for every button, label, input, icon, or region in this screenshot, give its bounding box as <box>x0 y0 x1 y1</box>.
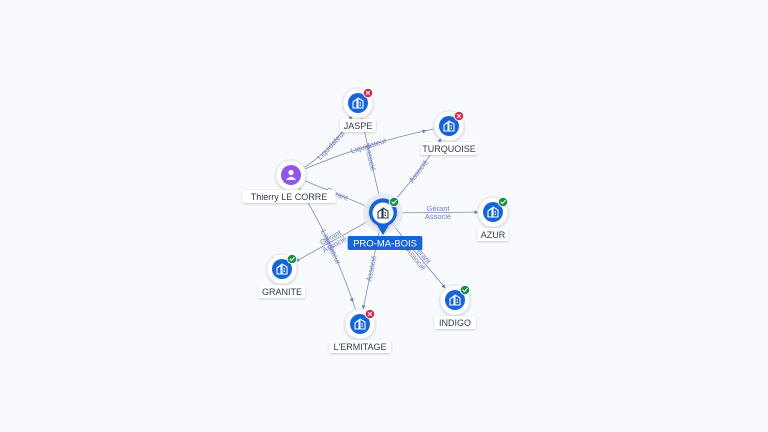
node-label-text: INDIGO <box>439 318 471 328</box>
edge-arrow-icon <box>422 129 427 134</box>
center-label: PRO-MA-BOIS <box>353 239 417 250</box>
edge-label: Associé <box>364 255 378 283</box>
company-label-indigo: INDIGO <box>434 316 476 329</box>
company-icon <box>449 294 461 306</box>
company-icon <box>377 207 389 219</box>
person-icon <box>286 169 296 180</box>
node-label-text: GRANITE <box>262 287 302 297</box>
company-icon <box>276 263 288 275</box>
person-node[interactable]: Thierry LE CORRE <box>242 159 336 203</box>
company-label-jaspe: JASPE <box>340 119 376 132</box>
company-label-turquoise: TURQUOISE <box>420 142 478 155</box>
node-label-text: AZUR <box>481 230 506 240</box>
status-closed-icon <box>362 87 374 99</box>
edge-arrow-icon <box>474 210 479 215</box>
node-label-text: TURQUOISE <box>422 144 476 154</box>
edge-arrow-icon <box>437 138 442 143</box>
status-active-icon <box>388 196 400 208</box>
edge-label: Associé <box>363 144 378 172</box>
edge-label-group: Associé <box>363 144 378 172</box>
company-label-granite: GRANITE <box>258 285 306 298</box>
company-node-indigo[interactable]: INDIGO <box>434 284 476 329</box>
edge-label-group: Associé <box>407 158 430 184</box>
nodes-layer: JASPE TURQUOISE AZUR INDIGO L'ERMITAGE GRANIT… <box>242 87 509 353</box>
person-label: Thierry LE CORRE <box>242 190 336 203</box>
company-icon <box>443 120 455 132</box>
edge-line <box>290 125 450 176</box>
edge-label-group: Liquidateur <box>315 128 347 162</box>
node-label-text: JASPE <box>344 121 373 131</box>
company-icon <box>352 97 364 109</box>
company-node-azur[interactable]: AZUR <box>477 196 509 241</box>
status-active-icon <box>497 196 509 208</box>
company-label-azur: AZUR <box>477 228 509 241</box>
company-icon <box>354 318 366 330</box>
company-icon <box>487 206 499 218</box>
company-node-jaspe[interactable]: JASPE <box>340 87 376 132</box>
company-label-lermitage: L'ERMITAGE <box>329 340 391 353</box>
edge-label: Associé <box>407 158 430 184</box>
status-active-icon <box>459 284 471 296</box>
company-node-granite[interactable]: GRANITE <box>258 253 306 298</box>
node-label-text: Thierry LE CORRE <box>251 192 328 202</box>
company-node-turquoise[interactable]: TURQUOISE <box>420 110 478 155</box>
status-active-icon <box>286 253 298 265</box>
edge-label: Gérant <box>426 204 450 213</box>
edge-label-group: Associé <box>364 255 378 283</box>
edge-label: Associé <box>425 212 451 221</box>
status-closed-icon <box>364 308 376 320</box>
edge-arrow-icon <box>361 304 366 310</box>
status-closed-icon <box>453 110 465 122</box>
center-label-box <box>347 236 423 250</box>
node-label-text: L'ERMITAGE <box>333 342 386 352</box>
edge-arrow-icon <box>441 284 446 289</box>
edge-arrow-icon <box>349 297 354 303</box>
company-node-lermitage[interactable]: L'ERMITAGE <box>329 308 391 353</box>
edge-label: Liquidateur <box>315 128 347 162</box>
center-node[interactable]: PRO-MA-BOIS <box>347 193 423 250</box>
